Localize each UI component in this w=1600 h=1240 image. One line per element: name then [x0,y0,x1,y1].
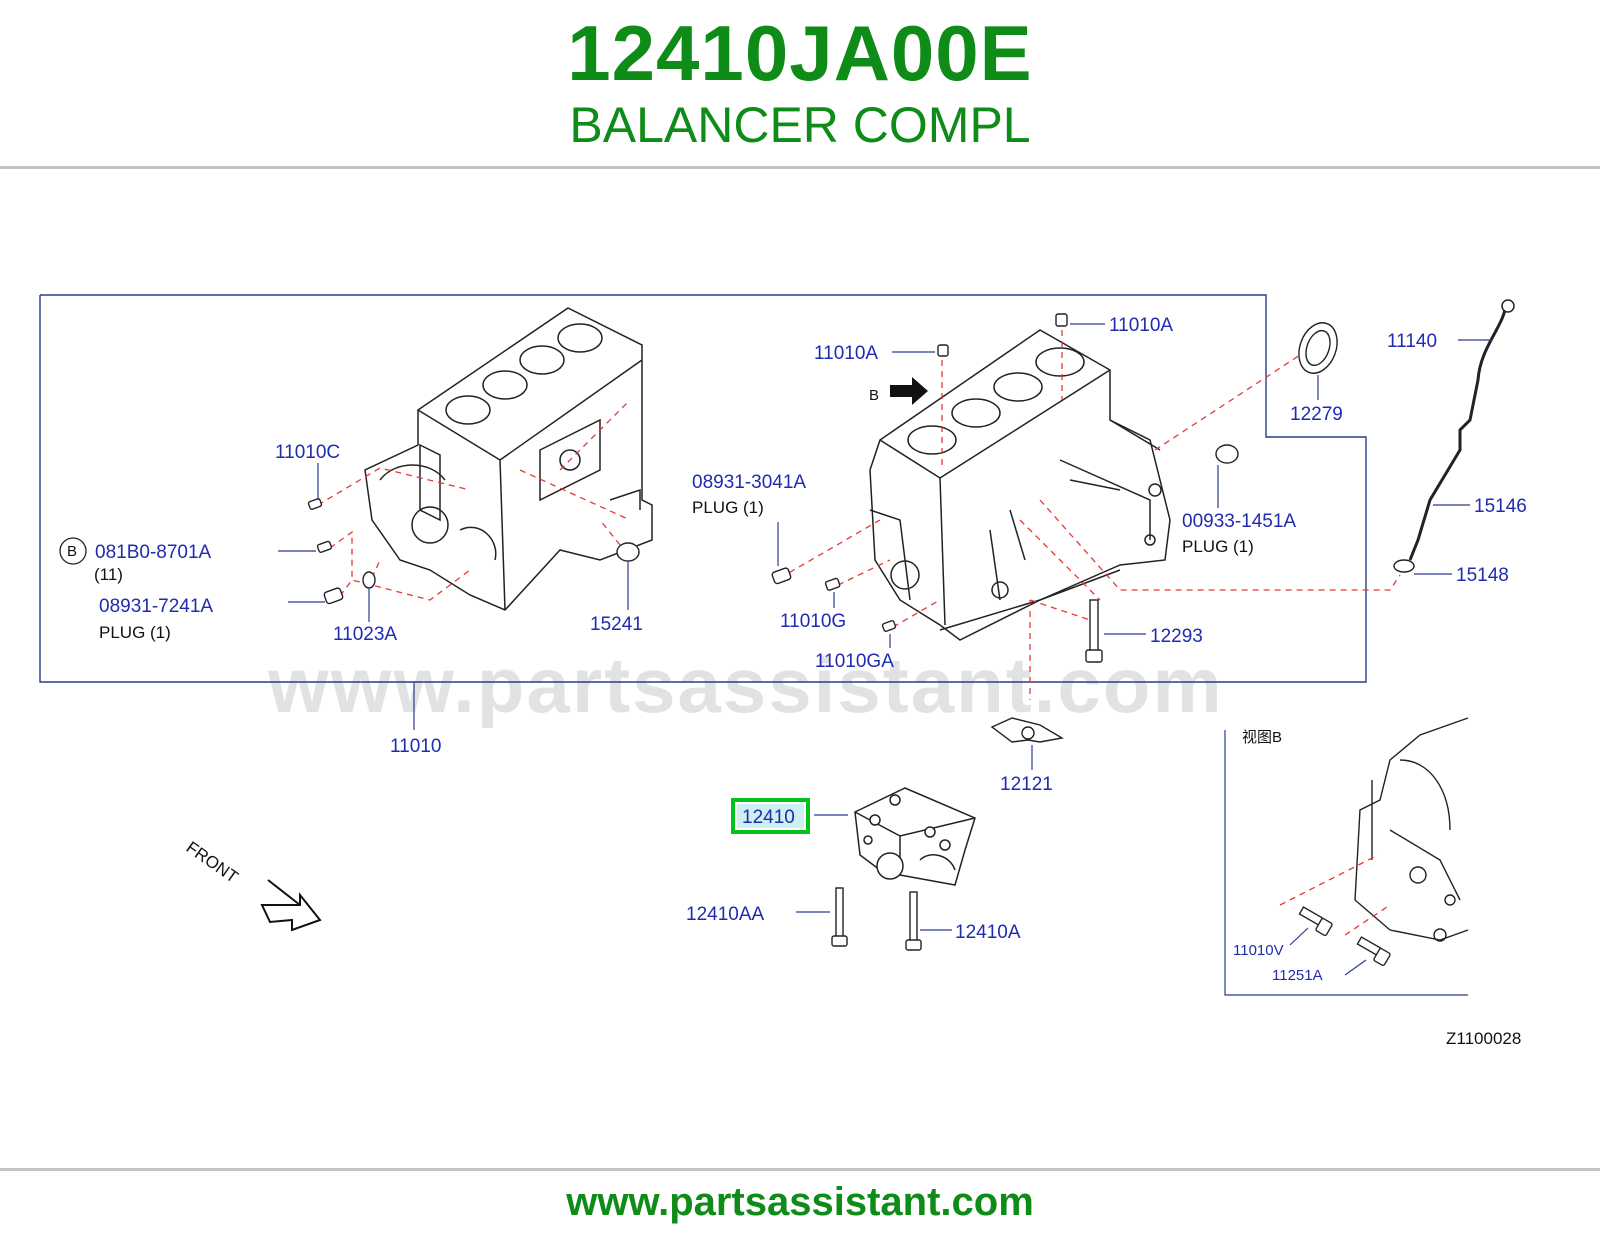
callout-11251A[interactable]: 11251A [1272,967,1323,984]
view-b-label: 视图B [1242,729,1282,746]
b-circle-icon [59,537,87,565]
callout-11010A-right[interactable]: 11010A [1109,315,1173,336]
leader-11010V [1289,927,1309,946]
callout-11010[interactable]: 11010 [390,736,441,757]
callout-00933-1451A[interactable]: 00933-1451A [1182,511,1296,532]
view-b-frame [1224,730,1468,996]
right-small-parts [771,313,1415,663]
callout-15241[interactable]: 15241 [590,614,643,635]
view-b-dashed-leaders [1279,854,1391,936]
watermark-text: www.partsassistant.com [267,641,1224,729]
cylinder-block-left-drawing [364,307,653,611]
callout-081B0-8701A-qty: (11) [94,565,123,584]
callout-00933-1451A-desc: PLUG (1) [1182,537,1254,556]
callout-11023A[interactable]: 11023A [333,624,397,645]
callout-08931-7241A-desc: PLUG (1) [99,623,171,642]
header: 12410JA00E BALANCER COMPL [0,0,1600,168]
part-name-subtitle: BALANCER COMPL [569,97,1031,153]
right-dashed-leaders [779,330,1401,700]
callout-12410AA[interactable]: 12410AA [686,904,765,925]
bolt-12410A-drawing [905,891,922,951]
view-b-block-drawing [1354,717,1469,942]
callout-11010GA[interactable]: 11010GA [815,651,894,672]
callout-11010G[interactable]: 11010G [780,611,846,632]
callout-08931-3041A[interactable]: 08931-3041A [692,472,806,493]
callout-12121[interactable]: 12121 [1000,774,1053,795]
callout-15146[interactable]: 15146 [1474,496,1527,517]
part-number-title: 12410JA00E [567,9,1033,97]
view-b-bolts [1298,906,1391,967]
highlight-box-12410[interactable] [731,798,810,834]
callout-12279[interactable]: 12279 [1290,404,1343,425]
footer-url-link[interactable]: www.partsassistant.com [566,1180,1034,1224]
bolt-12410AA-drawing [831,887,848,947]
callout-12410A[interactable]: 12410A [955,922,1021,943]
footer-divider [0,1168,1600,1171]
callout-12293[interactable]: 12293 [1150,626,1203,647]
callout-15148[interactable]: 15148 [1456,565,1509,586]
callout-08931-3041A-desc: PLUG (1) [692,498,764,517]
balancer-unit-drawing [854,787,976,886]
callout-081B0-8701A[interactable]: 081B0-8701A [95,542,212,563]
assembly-outline [39,294,1367,683]
callout-12410-selected[interactable]: 12410 [742,807,795,828]
leader-11251A [1344,959,1367,976]
left-small-parts [307,498,640,605]
cylinder-block-right-drawing [869,329,1171,641]
b-circle-letter: B [67,543,77,560]
header-divider [0,166,1600,169]
dipstick-drawing [1408,309,1507,561]
b-arrow-icon [890,377,928,405]
callout-11010A-left[interactable]: 11010A [814,343,878,364]
b-view-marker: B [869,387,879,404]
callout-11010V[interactable]: 11010V [1233,942,1284,959]
front-label: FRONT [183,838,242,887]
front-arrow-icon [260,879,322,932]
callout-11010C[interactable]: 11010C [275,442,340,463]
highlight-fill-12410 [737,804,804,828]
callout-11140[interactable]: 11140 [1387,331,1437,352]
diagram-code: Z1100028 [1446,1029,1521,1048]
oil-jet-drawing [990,717,1064,743]
dipstick-handle [1501,299,1515,313]
callout-08931-7241A[interactable]: 08931-7241A [99,596,213,617]
left-dashed-leaders [317,399,631,601]
